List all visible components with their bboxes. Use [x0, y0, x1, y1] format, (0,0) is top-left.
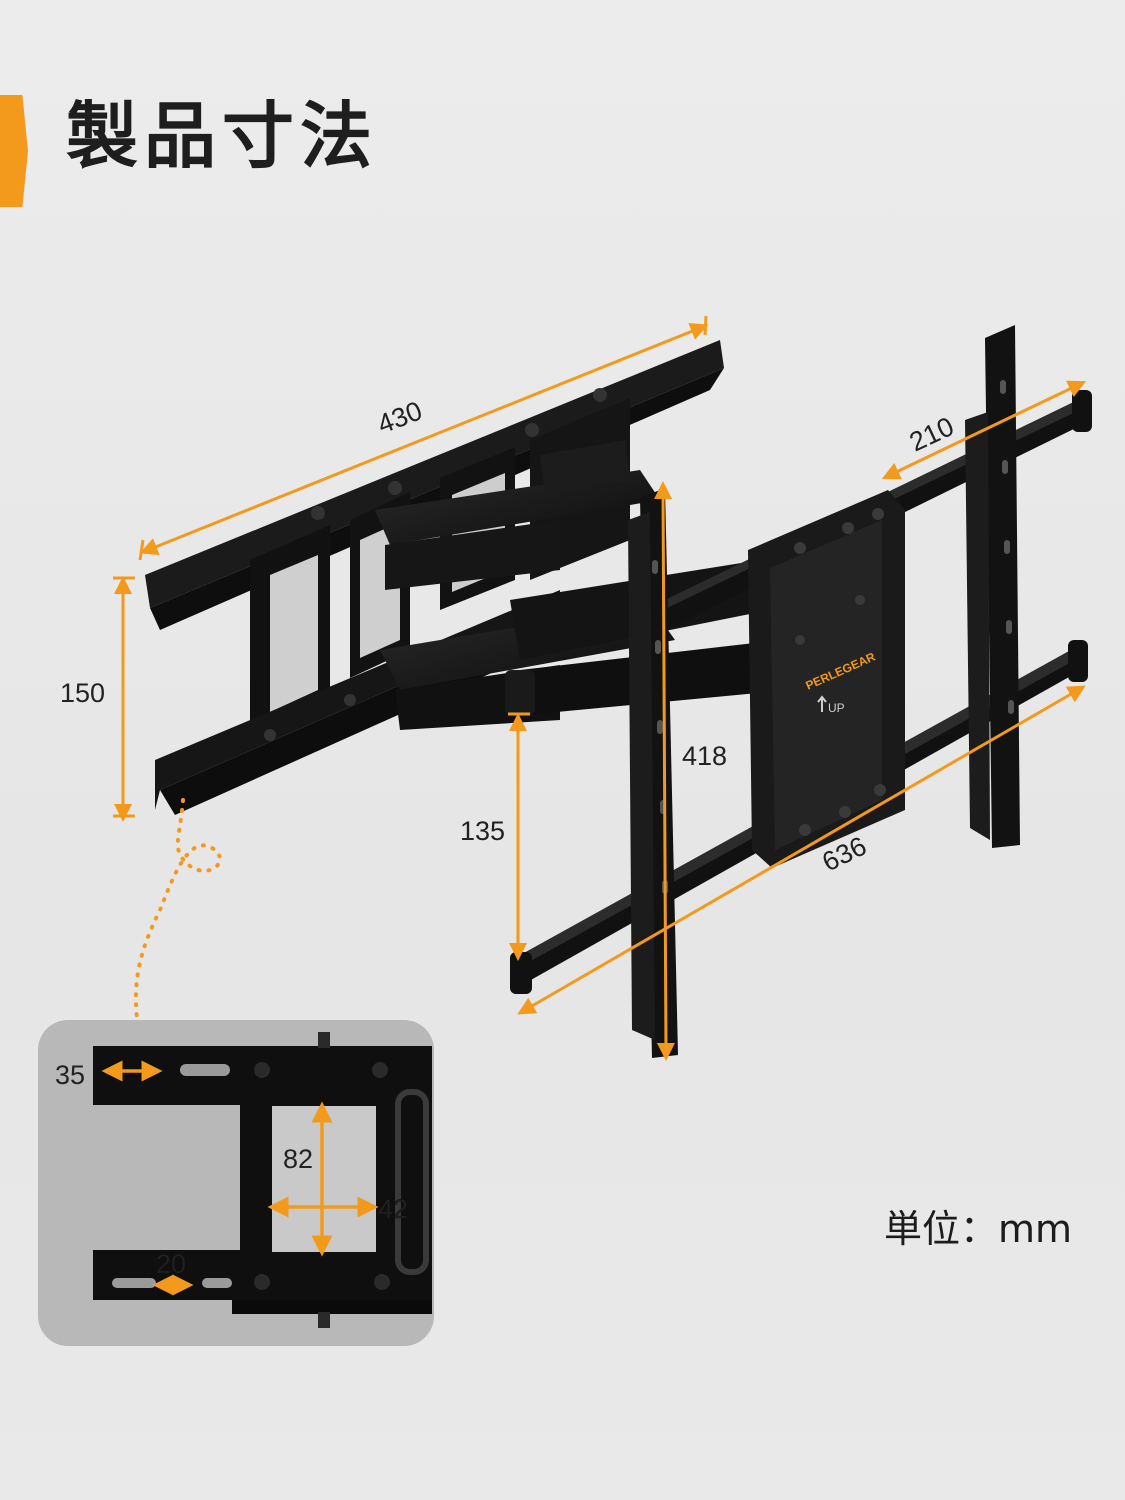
dim-35-label: 35 [55, 1060, 85, 1090]
detail-dimension-lines [101, 1060, 379, 1296]
dim-20-label: 20 [156, 1249, 186, 1279]
up-label: UP [828, 701, 845, 715]
detail-leader [133, 798, 222, 1020]
title-accent-bar [0, 95, 28, 207]
dim-82-label: 82 [283, 1144, 313, 1174]
unit-label: 単位：mm [884, 1207, 1073, 1251]
dim-150-label: 150 [60, 678, 105, 708]
page-title: 製品寸法 [66, 94, 379, 178]
dim-210-label: 210 [905, 411, 959, 457]
dimension-lines [113, 315, 1087, 1061]
dim-418-label: 418 [682, 741, 727, 771]
dim-135-label: 135 [460, 816, 505, 846]
dim-42-label: 42 [378, 1194, 408, 1224]
dim-430-label: 430 [373, 395, 426, 439]
detail-inset [38, 1020, 434, 1346]
